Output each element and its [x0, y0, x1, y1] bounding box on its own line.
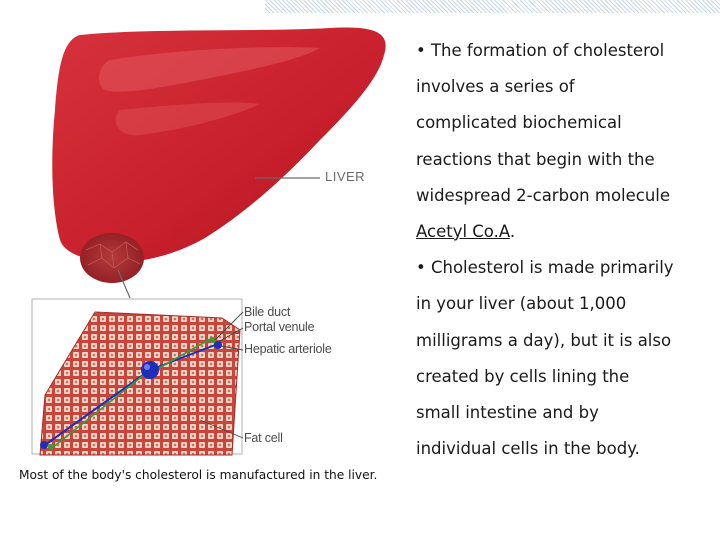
vessel-lines: [44, 337, 216, 449]
liver-label: LIVER: [325, 169, 366, 184]
text-line: Acetyl Co.A.: [416, 214, 716, 250]
text-line: milligrams a day), but it is also: [416, 330, 672, 350]
fat-cell-label: Fat cell: [244, 431, 283, 445]
text-line: • Cholesterol is made primarily: [416, 258, 674, 278]
text-line: individual cells in the body.: [416, 439, 640, 459]
text-line: involves a series of: [416, 77, 575, 97]
period: .: [509, 221, 516, 241]
hepatic-arteriole-label: Hepatic arteriole: [244, 342, 332, 356]
text-line: widespread 2-carbon molecule: [416, 185, 671, 205]
header-pattern: [265, 0, 720, 13]
figure-caption: Most of the body's cholesterol is manufa…: [19, 468, 378, 482]
text-line: • The formation of cholesterol: [416, 41, 665, 60]
acetyl-coa-link[interactable]: Acetyl Co.A: [416, 221, 510, 241]
text-line: small intestine and by: [416, 402, 599, 422]
portal-triad-bottom: [40, 441, 48, 449]
portal-triad-top: [214, 341, 222, 349]
bile-duct-label: Bile duct: [244, 305, 291, 319]
text-line: created by cells lining the: [416, 366, 630, 386]
text-line: reactions that begin with the: [416, 149, 655, 169]
body-text: • The formation of cholesterol involves …: [416, 33, 716, 467]
text-line: in your liver (about 1,000: [416, 294, 627, 314]
liver-illustration: [31, 27, 386, 456]
text-line: complicated biochemical: [416, 113, 622, 133]
central-vein: [141, 361, 159, 379]
portal-venule-label: Portal venule: [244, 320, 315, 334]
liver-cross-section: [80, 233, 144, 283]
